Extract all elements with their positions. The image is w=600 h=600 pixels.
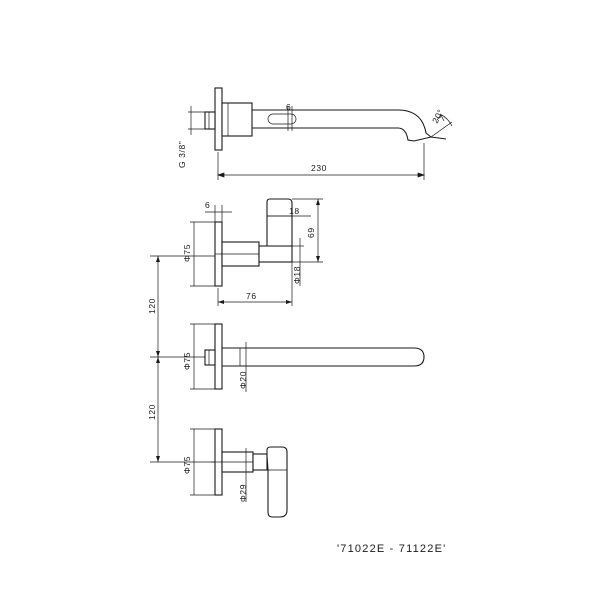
spout-tip: [413, 136, 447, 142]
spout-top-view: [190, 323, 425, 392]
label-120-b: 120: [147, 404, 157, 420]
spout-tube-top-edge: [252, 109, 432, 138]
valve-front-view: [190, 198, 323, 306]
flange-top: [214, 87, 223, 151]
spout-slot: [267, 113, 297, 125]
label-phi75-b: Φ75: [182, 352, 192, 370]
label-69: 69: [306, 227, 316, 238]
model-code: '71022E - 71122E': [337, 543, 446, 555]
spout-side-view: [188, 87, 453, 180]
label-120-a: 120: [147, 298, 157, 314]
spout-tube-plan: [222, 347, 425, 367]
lower-stem: [252, 453, 268, 471]
spout-body: [221, 102, 253, 137]
label-angle-20: 20°: [430, 107, 446, 125]
label-76: 76: [246, 291, 257, 301]
label-phi75-c: Φ75: [182, 456, 192, 474]
label-6-mid: 6: [205, 200, 210, 210]
label-230: 230: [311, 163, 327, 173]
label-phi75-a: Φ75: [182, 244, 192, 262]
spacing-dimensions: [150, 255, 215, 463]
valve-stem: [258, 245, 293, 263]
spout-stub: [204, 349, 216, 366]
label-6-top: 6: [286, 102, 291, 112]
thread-stub: [204, 111, 216, 130]
flange-spout: [214, 323, 223, 390]
label-thread: G 3/8": [177, 141, 187, 168]
label-phi20: Φ20: [238, 371, 248, 389]
spout-tube-bottom-edge: [252, 127, 415, 142]
label-phi18: Φ18: [292, 266, 302, 284]
label-phi29: Φ29: [238, 484, 248, 502]
valve-lower-view: [190, 428, 288, 518]
label-18: 18: [289, 206, 300, 216]
lower-lever: [266, 446, 288, 518]
valve-lever: [266, 198, 293, 247]
